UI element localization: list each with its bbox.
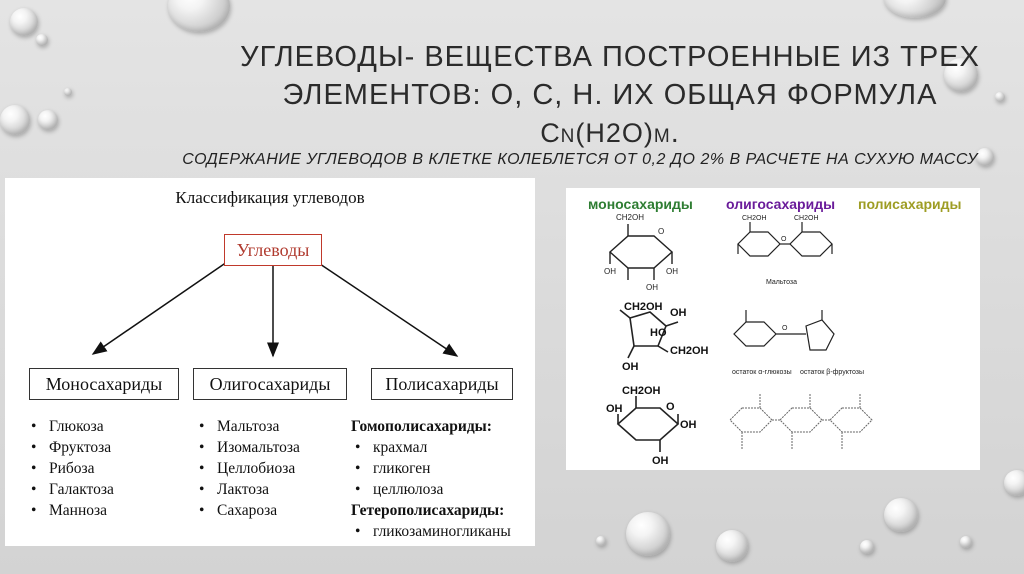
water-drop: [944, 58, 978, 92]
arrow-to-mono: [91, 261, 228, 355]
sucrose-caption-fructose: остаток β-фруктозы: [800, 369, 864, 376]
water-drop: [168, 0, 230, 32]
classification-panel: Классификация углеводов Углеводы Моносах…: [5, 178, 535, 546]
fructose-oh-1: OH: [670, 307, 687, 319]
water-drop: [976, 148, 994, 166]
water-drop: [10, 8, 38, 36]
list-item: Манноза: [27, 500, 114, 521]
galactose-oh-1: OH: [606, 403, 623, 415]
mono-list: Глюкоза Фруктоза Рибоза Галактоза Манноз…: [27, 416, 114, 521]
arrow-to-poly: [316, 261, 459, 357]
list-item: Галактоза: [27, 479, 114, 500]
classification-heading: Классификация углеводов: [175, 188, 365, 207]
galactose-oh-2: OH: [680, 419, 697, 431]
water-drop: [884, 0, 946, 18]
mono-label: моносахариды: [588, 196, 693, 212]
maltose-structure: [737, 222, 833, 257]
oligo-list: Мальтоза Изомальтоза Целлобиоза Лактоза …: [195, 416, 300, 521]
list-item: Изомальтоза: [195, 437, 300, 458]
list-item: Рибоза: [27, 458, 114, 479]
category-box-poly: Полисахариды: [371, 368, 513, 400]
water-drop: [64, 88, 72, 96]
list-item: Сахароза: [195, 500, 300, 521]
glucose-oh-1: OH: [604, 267, 616, 276]
maltose-ch2oh-1: CH2OH: [742, 215, 767, 222]
water-drop: [596, 536, 606, 546]
slide-title-text: Углеводы- вещества построенные из трех э…: [240, 41, 980, 111]
structures-panel: моносахариды олигосахариды полисахариды …: [566, 188, 980, 470]
root-carbohydrates-box: Углеводы: [224, 234, 322, 266]
poly-label: полисахариды: [858, 196, 962, 212]
water-drop: [1004, 470, 1024, 496]
water-drop: [626, 512, 670, 556]
fructose-ho: HO: [650, 327, 667, 339]
slide-title-formula: Cn(H2O)m: [540, 118, 671, 148]
fructose-structure: [619, 309, 679, 359]
list-item: крахмал: [351, 437, 511, 458]
polysaccharide-structure: [729, 394, 873, 450]
homo-heading: Гомополисахариды:: [351, 418, 492, 435]
classification-arrows: [91, 261, 459, 358]
glucose-oh-2: OH: [666, 267, 678, 276]
maltose-ch2oh-2: CH2OH: [794, 215, 819, 222]
galactose-oh-3: OH: [652, 455, 669, 467]
oligo-label: олигосахариды: [726, 196, 836, 212]
glucose-oh-3: OH: [646, 283, 658, 292]
water-drop: [0, 105, 30, 135]
list-item: гликозаминогликаны: [351, 521, 511, 542]
glucose-ch2oh: CH2OH: [616, 213, 644, 222]
water-drop: [860, 540, 874, 554]
galactose-o: O: [666, 401, 675, 413]
fructose-oh-2: OH: [622, 361, 639, 373]
maltose-o: O: [781, 236, 787, 243]
hetero-heading: Гетерополисахариды:: [351, 502, 505, 519]
galactose-ch2oh: CH2OH: [622, 385, 661, 397]
hetero-heading-text: Гетерополисахариды: [351, 502, 500, 519]
category-box-mono: Моносахариды: [29, 368, 179, 400]
water-drop: [38, 110, 58, 130]
list-item: Лактоза: [195, 479, 300, 500]
category-box-oligo: Олигосахариды: [193, 368, 347, 400]
glucose-structure: [608, 224, 674, 280]
list-item: целлюлоза: [351, 479, 511, 500]
fructose-ch2oh-2: CH2OH: [670, 345, 709, 357]
list-item: Целлобиоза: [195, 458, 300, 479]
list-item: Фруктоза: [27, 437, 114, 458]
glucose-o: O: [658, 227, 664, 236]
water-drop: [995, 92, 1005, 102]
slide-title-dot: .: [670, 117, 680, 149]
water-drop: [716, 530, 748, 562]
maltose-caption: Мальтоза: [766, 279, 797, 286]
slide-subtitle: Содержание углеводов в клетке колеблется…: [182, 151, 978, 168]
water-drop: [884, 498, 918, 532]
water-drop: [36, 34, 48, 46]
sucrose-structure: [733, 310, 835, 351]
fructose-ch2oh-1: CH2OH: [624, 301, 663, 313]
galactose-structure: [616, 396, 680, 452]
homo-heading-text: Гомополисахариды: [351, 418, 487, 435]
list-item: Мальтоза: [195, 416, 300, 437]
sucrose-caption-glucose: остаток α-глюкозы: [732, 369, 792, 376]
slide-title: Углеводы- вещества построенные из трех э…: [215, 38, 1005, 152]
list-item: гликоген: [351, 458, 511, 479]
water-drop: [960, 536, 972, 548]
structures-drawing: CH2OH O OH OH OH CH2OH CH2OH O Мальтоза …: [604, 213, 873, 467]
sucrose-o: O: [782, 325, 788, 332]
list-item: Глюкоза: [27, 416, 114, 437]
poly-list: Гомополисахариды: крахмал гликоген целлю…: [351, 416, 511, 542]
